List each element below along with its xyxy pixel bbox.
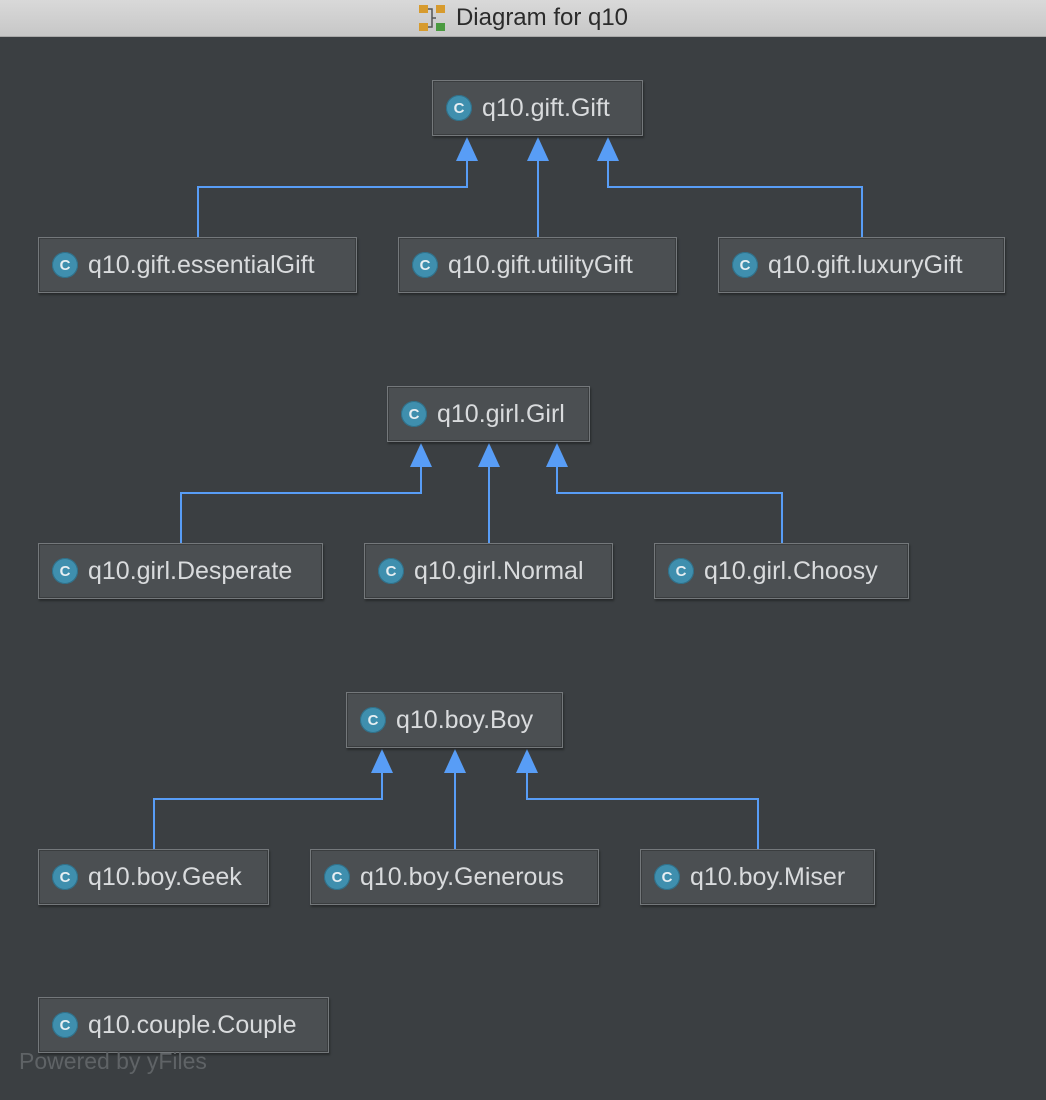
edge-luxuryGift-to-gift [607,160,863,237]
class-icon: C [52,1012,78,1038]
class-node-normal[interactable]: C q10.girl.Normal [364,543,613,599]
class-label: q10.girl.Girl [437,399,565,428]
class-label: q10.gift.utilityGift [448,250,633,279]
arrowhead [456,137,478,161]
arrowhead [597,137,619,161]
powered-by-watermark: Powered by yFiles [19,1048,207,1074]
class-icon: C [401,401,427,427]
class-icon: C [412,252,438,278]
arrowhead [410,443,432,467]
class-node-desperate[interactable]: C q10.girl.Desperate [38,543,323,599]
window-title: Diagram for q10 [455,4,629,31]
class-label: q10.boy.Boy [396,705,534,734]
edge-miser-to-boy [526,772,759,849]
edge-essentialGift-to-gift [197,160,468,237]
class-node-essential-gift[interactable]: C q10.gift.essentialGift [38,237,357,293]
class-label: q10.couple.Couple [88,1010,297,1039]
diagram-icon [418,5,445,31]
edge-desperate-to-girl [180,466,422,543]
class-node-geek[interactable]: C q10.boy.Geek [38,849,269,905]
arrowhead [444,749,466,773]
class-icon: C [360,707,386,733]
class-node-boy[interactable]: C q10.boy.Boy [346,692,563,748]
class-icon: C [324,864,350,890]
class-node-generous[interactable]: C q10.boy.Generous [310,849,599,905]
class-label: q10.boy.Miser [690,862,846,891]
class-label: q10.gift.Gift [482,93,610,122]
class-label: q10.boy.Geek [88,862,242,891]
class-node-gift[interactable]: C q10.gift.Gift [432,80,643,136]
class-icon: C [378,558,404,584]
class-label: q10.gift.essentialGift [88,250,315,279]
class-icon: C [732,252,758,278]
class-node-girl[interactable]: C q10.girl.Girl [387,386,590,442]
class-label: q10.girl.Normal [414,556,584,585]
edge-geek-to-boy [153,772,383,849]
edge-choosy-to-girl [556,466,783,543]
class-icon: C [52,252,78,278]
class-label: q10.girl.Choosy [704,556,878,585]
class-node-luxury-gift[interactable]: C q10.gift.luxuryGift [718,237,1005,293]
class-label: q10.gift.luxuryGift [768,250,963,279]
class-node-choosy[interactable]: C q10.girl.Choosy [654,543,909,599]
class-node-utility-gift[interactable]: C q10.gift.utilityGift [398,237,677,293]
class-node-couple[interactable]: C q10.couple.Couple [38,997,329,1053]
arrowhead [478,443,500,467]
class-label: q10.girl.Desperate [88,556,293,585]
class-icon: C [446,95,472,121]
arrowhead [371,749,393,773]
window-titlebar: Diagram for q10 [0,0,1046,37]
arrowhead [527,137,549,161]
class-icon: C [52,864,78,890]
class-icon: C [52,558,78,584]
class-icon: C [668,558,694,584]
class-label: q10.boy.Generous [360,862,564,891]
arrowhead [516,749,538,773]
class-icon: C [654,864,680,890]
class-node-miser[interactable]: C q10.boy.Miser [640,849,875,905]
arrowhead [546,443,568,467]
